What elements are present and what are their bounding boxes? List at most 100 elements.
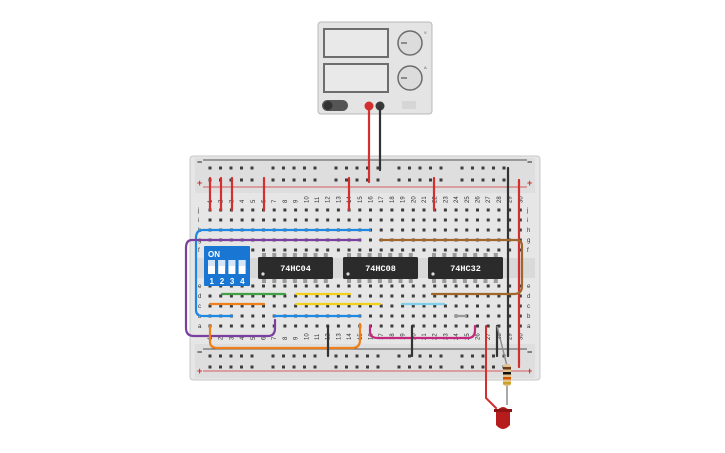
breadboard-hole[interactable] [229,324,233,328]
breadboard-hole[interactable] [476,294,479,298]
rail-hole[interactable] [282,178,285,182]
resistor[interactable] [496,325,511,405]
breadboard-hole[interactable] [443,284,447,288]
breadboard-hole[interactable] [283,324,287,328]
breadboard-hole[interactable] [422,314,426,318]
breadboard-hole[interactable] [315,324,319,328]
breadboard-hole[interactable] [390,314,394,318]
breadboard-hole[interactable] [401,304,405,308]
rail-hole[interactable] [460,166,464,170]
breadboard-hole[interactable] [433,218,437,222]
breadboard-hole[interactable] [262,284,265,288]
breadboard-hole[interactable] [401,284,405,288]
rail-hole[interactable] [219,354,222,358]
breadboard-hole[interactable] [508,228,512,232]
rail-hole[interactable] [481,354,485,358]
breadboard-hole[interactable] [304,284,308,288]
breadboard-hole[interactable] [358,284,362,288]
rail-hole[interactable] [492,365,495,369]
breadboard-hole[interactable] [518,294,522,298]
rail-hole[interactable] [397,354,401,358]
breadboard-hole[interactable] [336,284,340,288]
led-wire[interactable] [485,325,497,409]
breadboard-hole[interactable] [401,294,405,298]
breadboard-hole[interactable] [358,304,362,308]
breadboard-hole[interactable] [251,324,255,328]
breadboard-hole[interactable] [336,324,340,328]
rail-hole[interactable] [292,166,296,170]
rail-hole[interactable] [418,178,422,182]
rail-hole[interactable] [376,178,380,182]
breadboard-hole[interactable] [465,228,469,232]
breadboard-hole[interactable] [369,248,372,252]
rail-hole[interactable] [303,354,306,358]
rail-hole[interactable] [376,166,380,170]
breadboard-hole[interactable] [240,304,244,308]
rail-hole[interactable] [408,178,411,182]
breadboard-hole[interactable] [454,324,458,328]
breadboard-hole[interactable] [508,208,512,212]
breadboard-hole[interactable] [369,294,372,298]
rail-hole[interactable] [250,166,254,170]
breadboard-hole[interactable] [486,228,490,232]
breadboard-hole[interactable] [336,248,340,252]
breadboard-hole[interactable] [465,208,469,212]
breadboard-hole[interactable] [390,284,394,288]
rail-hole[interactable] [460,365,464,369]
rail-hole[interactable] [481,365,485,369]
breadboard-hole[interactable] [476,314,479,318]
breadboard-hole[interactable] [422,324,426,328]
rail-hole[interactable] [292,365,296,369]
rail-hole[interactable] [313,365,317,369]
breadboard-hole[interactable] [390,304,394,308]
rail-hole[interactable] [439,166,443,170]
breadboard-hole[interactable] [508,248,512,252]
breadboard-hole[interactable] [390,294,394,298]
led[interactable] [494,407,512,429]
rail-hole[interactable] [397,365,401,369]
breadboard-hole[interactable] [294,284,298,288]
breadboard-hole[interactable] [336,294,340,298]
breadboard-hole[interactable] [443,294,447,298]
rail-hole[interactable] [429,166,432,170]
breadboard-hole[interactable] [379,294,383,298]
breadboard-hole[interactable] [283,304,287,308]
breadboard-hole[interactable] [454,208,458,212]
breadboard-hole[interactable] [411,248,415,252]
breadboard-hole[interactable] [304,218,308,222]
breadboard-hole[interactable] [336,304,340,308]
breadboard-hole[interactable] [326,284,330,288]
breadboard-hole[interactable] [326,218,330,222]
breadboard-hole[interactable] [219,218,223,222]
rail-hole[interactable] [345,354,348,358]
breadboard-hole[interactable] [411,294,415,298]
breadboard-hole[interactable] [422,228,426,232]
breadboard-hole[interactable] [465,294,469,298]
breadboard-hole[interactable] [347,248,351,252]
rail-hole[interactable] [492,166,495,170]
voltage-knob[interactable] [397,30,423,56]
breadboard-hole[interactable] [208,294,212,298]
rail-hole[interactable] [208,354,212,358]
breadboard-hole[interactable] [294,294,298,298]
breadboard-hole[interactable] [411,324,415,328]
breadboard-hole[interactable] [294,208,298,212]
breadboard-hole[interactable] [208,304,212,308]
breadboard-hole[interactable] [272,218,276,222]
breadboard-hole[interactable] [476,248,479,252]
current-knob[interactable] [397,65,423,91]
rail-hole[interactable] [334,365,338,369]
breadboard-hole[interactable] [347,324,351,328]
chip-74hc08[interactable]: 74HC08 [343,253,418,283]
orange-wire-loop[interactable] [208,322,362,350]
breadboard-hole[interactable] [486,208,490,212]
breadboard-hole[interactable] [486,294,490,298]
breadboard-hole[interactable] [326,304,330,308]
breadboard-hole[interactable] [358,218,362,222]
rail-hole[interactable] [408,166,411,170]
breadboard-hole[interactable] [401,324,405,328]
breadboard-hole[interactable] [518,284,522,288]
breadboard-hole[interactable] [283,208,287,212]
breadboard-hole[interactable] [454,304,458,308]
breadboard-hole[interactable] [304,324,308,328]
